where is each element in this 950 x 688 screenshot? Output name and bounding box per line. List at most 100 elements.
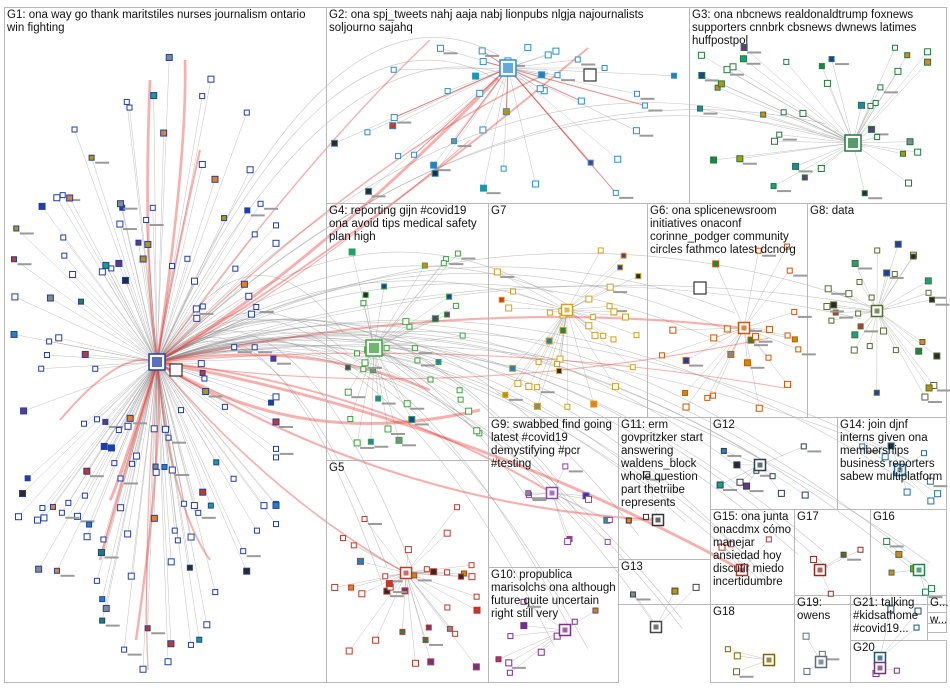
graph-node[interactable] (390, 114, 398, 122)
graph-node[interactable] (367, 438, 374, 445)
graph-node[interactable] (221, 403, 228, 410)
graph-node[interactable] (231, 344, 238, 351)
graph-node[interactable] (801, 491, 809, 499)
graph-node[interactable] (712, 260, 720, 268)
graph-node[interactable] (161, 425, 169, 433)
graph-node[interactable] (612, 189, 619, 196)
graph-node[interactable] (887, 442, 895, 450)
graph-node[interactable] (830, 301, 838, 309)
graph-node[interactable] (83, 467, 91, 475)
graph-node[interactable] (55, 334, 63, 342)
graph-node[interactable] (642, 513, 649, 520)
graph-node[interactable] (174, 537, 181, 544)
graph-node[interactable] (446, 625, 453, 632)
graph-node[interactable] (792, 162, 800, 170)
graph-node[interactable] (117, 200, 125, 208)
graph-node[interactable] (150, 92, 158, 100)
graph-node[interactable] (716, 481, 724, 489)
graph-node[interactable] (61, 252, 68, 259)
graph-node[interactable] (364, 129, 371, 136)
graph-node[interactable] (606, 283, 614, 291)
graph-node[interactable] (559, 326, 567, 334)
graph-node[interactable] (760, 111, 767, 118)
graph-node[interactable] (245, 292, 253, 300)
graph-node[interactable] (390, 66, 397, 73)
graph-node[interactable] (873, 389, 880, 396)
graph-node[interactable] (273, 521, 279, 528)
graph-node[interactable] (165, 53, 173, 61)
graph-node[interactable] (191, 277, 199, 285)
graph-node[interactable] (35, 565, 43, 573)
graph-node[interactable] (53, 194, 61, 202)
graph-node[interactable] (193, 314, 201, 322)
graph-node[interactable] (375, 395, 382, 402)
graph-node[interactable] (851, 260, 859, 268)
graph-node[interactable] (97, 548, 105, 556)
graph-node[interactable] (801, 174, 808, 181)
graph-node[interactable] (765, 536, 772, 543)
graph-node[interactable] (538, 71, 546, 79)
graph-node[interactable] (454, 250, 461, 257)
graph-node[interactable] (887, 605, 895, 613)
graph-node[interactable] (928, 585, 936, 593)
graph-node[interactable] (358, 590, 366, 598)
graph-node[interactable] (340, 535, 347, 542)
graph-node[interactable] (406, 323, 413, 330)
graph-node[interactable] (525, 382, 533, 390)
graph-node[interactable] (353, 439, 361, 447)
graph-node[interactable] (913, 624, 920, 631)
graph-node[interactable] (11, 293, 19, 301)
graph-node[interactable] (444, 604, 451, 611)
graph-node[interactable] (98, 268, 106, 276)
graph-node[interactable] (144, 625, 151, 632)
graph-node[interactable] (362, 291, 369, 298)
graph-node[interactable] (520, 622, 528, 630)
graph-node[interactable] (365, 187, 373, 195)
graph-node[interactable] (187, 641, 194, 648)
graph-node[interactable] (251, 231, 258, 238)
graph-node[interactable] (641, 102, 648, 109)
hub-node[interactable] (693, 281, 707, 295)
graph-node[interactable] (610, 336, 617, 343)
graph-node[interactable] (476, 89, 484, 97)
graph-node[interactable] (724, 646, 731, 653)
graph-node[interactable] (348, 584, 355, 591)
graph-node[interactable] (395, 153, 402, 160)
graph-node[interactable] (478, 47, 486, 55)
graph-node[interactable] (107, 444, 115, 452)
graph-node[interactable] (728, 541, 735, 548)
graph-node[interactable] (440, 260, 447, 267)
graph-node[interactable] (66, 194, 74, 202)
graph-node[interactable] (867, 102, 874, 109)
graph-node[interactable] (925, 289, 932, 296)
graph-node[interactable] (733, 461, 741, 469)
graph-node[interactable] (892, 347, 899, 354)
graph-node[interactable] (353, 350, 360, 357)
graph-node[interactable] (83, 533, 91, 541)
graph-node[interactable] (600, 332, 607, 339)
graph-node[interactable] (845, 290, 853, 298)
graph-node[interactable] (178, 407, 185, 414)
graph-node[interactable] (165, 434, 172, 441)
graph-node[interactable] (614, 155, 622, 163)
graph-node[interactable] (403, 400, 411, 408)
graph-node[interactable] (784, 380, 792, 388)
graph-node[interactable] (99, 617, 106, 624)
graph-node[interactable] (240, 548, 247, 555)
graph-node[interactable] (881, 453, 889, 461)
graph-node[interactable] (893, 667, 900, 674)
graph-node[interactable] (60, 234, 67, 241)
graph-node[interactable] (506, 669, 513, 676)
graph-node[interactable] (669, 326, 677, 334)
graph-node[interactable] (331, 139, 339, 147)
graph-node[interactable] (251, 344, 258, 351)
graph-node[interactable] (928, 296, 935, 303)
graph-node[interactable] (479, 58, 487, 66)
graph-node[interactable] (116, 220, 124, 228)
graph-node[interactable] (891, 271, 898, 278)
graph-node[interactable] (361, 359, 369, 367)
graph-node[interactable] (670, 72, 677, 79)
graph-node[interactable] (765, 354, 772, 361)
graph-node[interactable] (160, 129, 168, 137)
graph-node[interactable] (818, 63, 825, 70)
